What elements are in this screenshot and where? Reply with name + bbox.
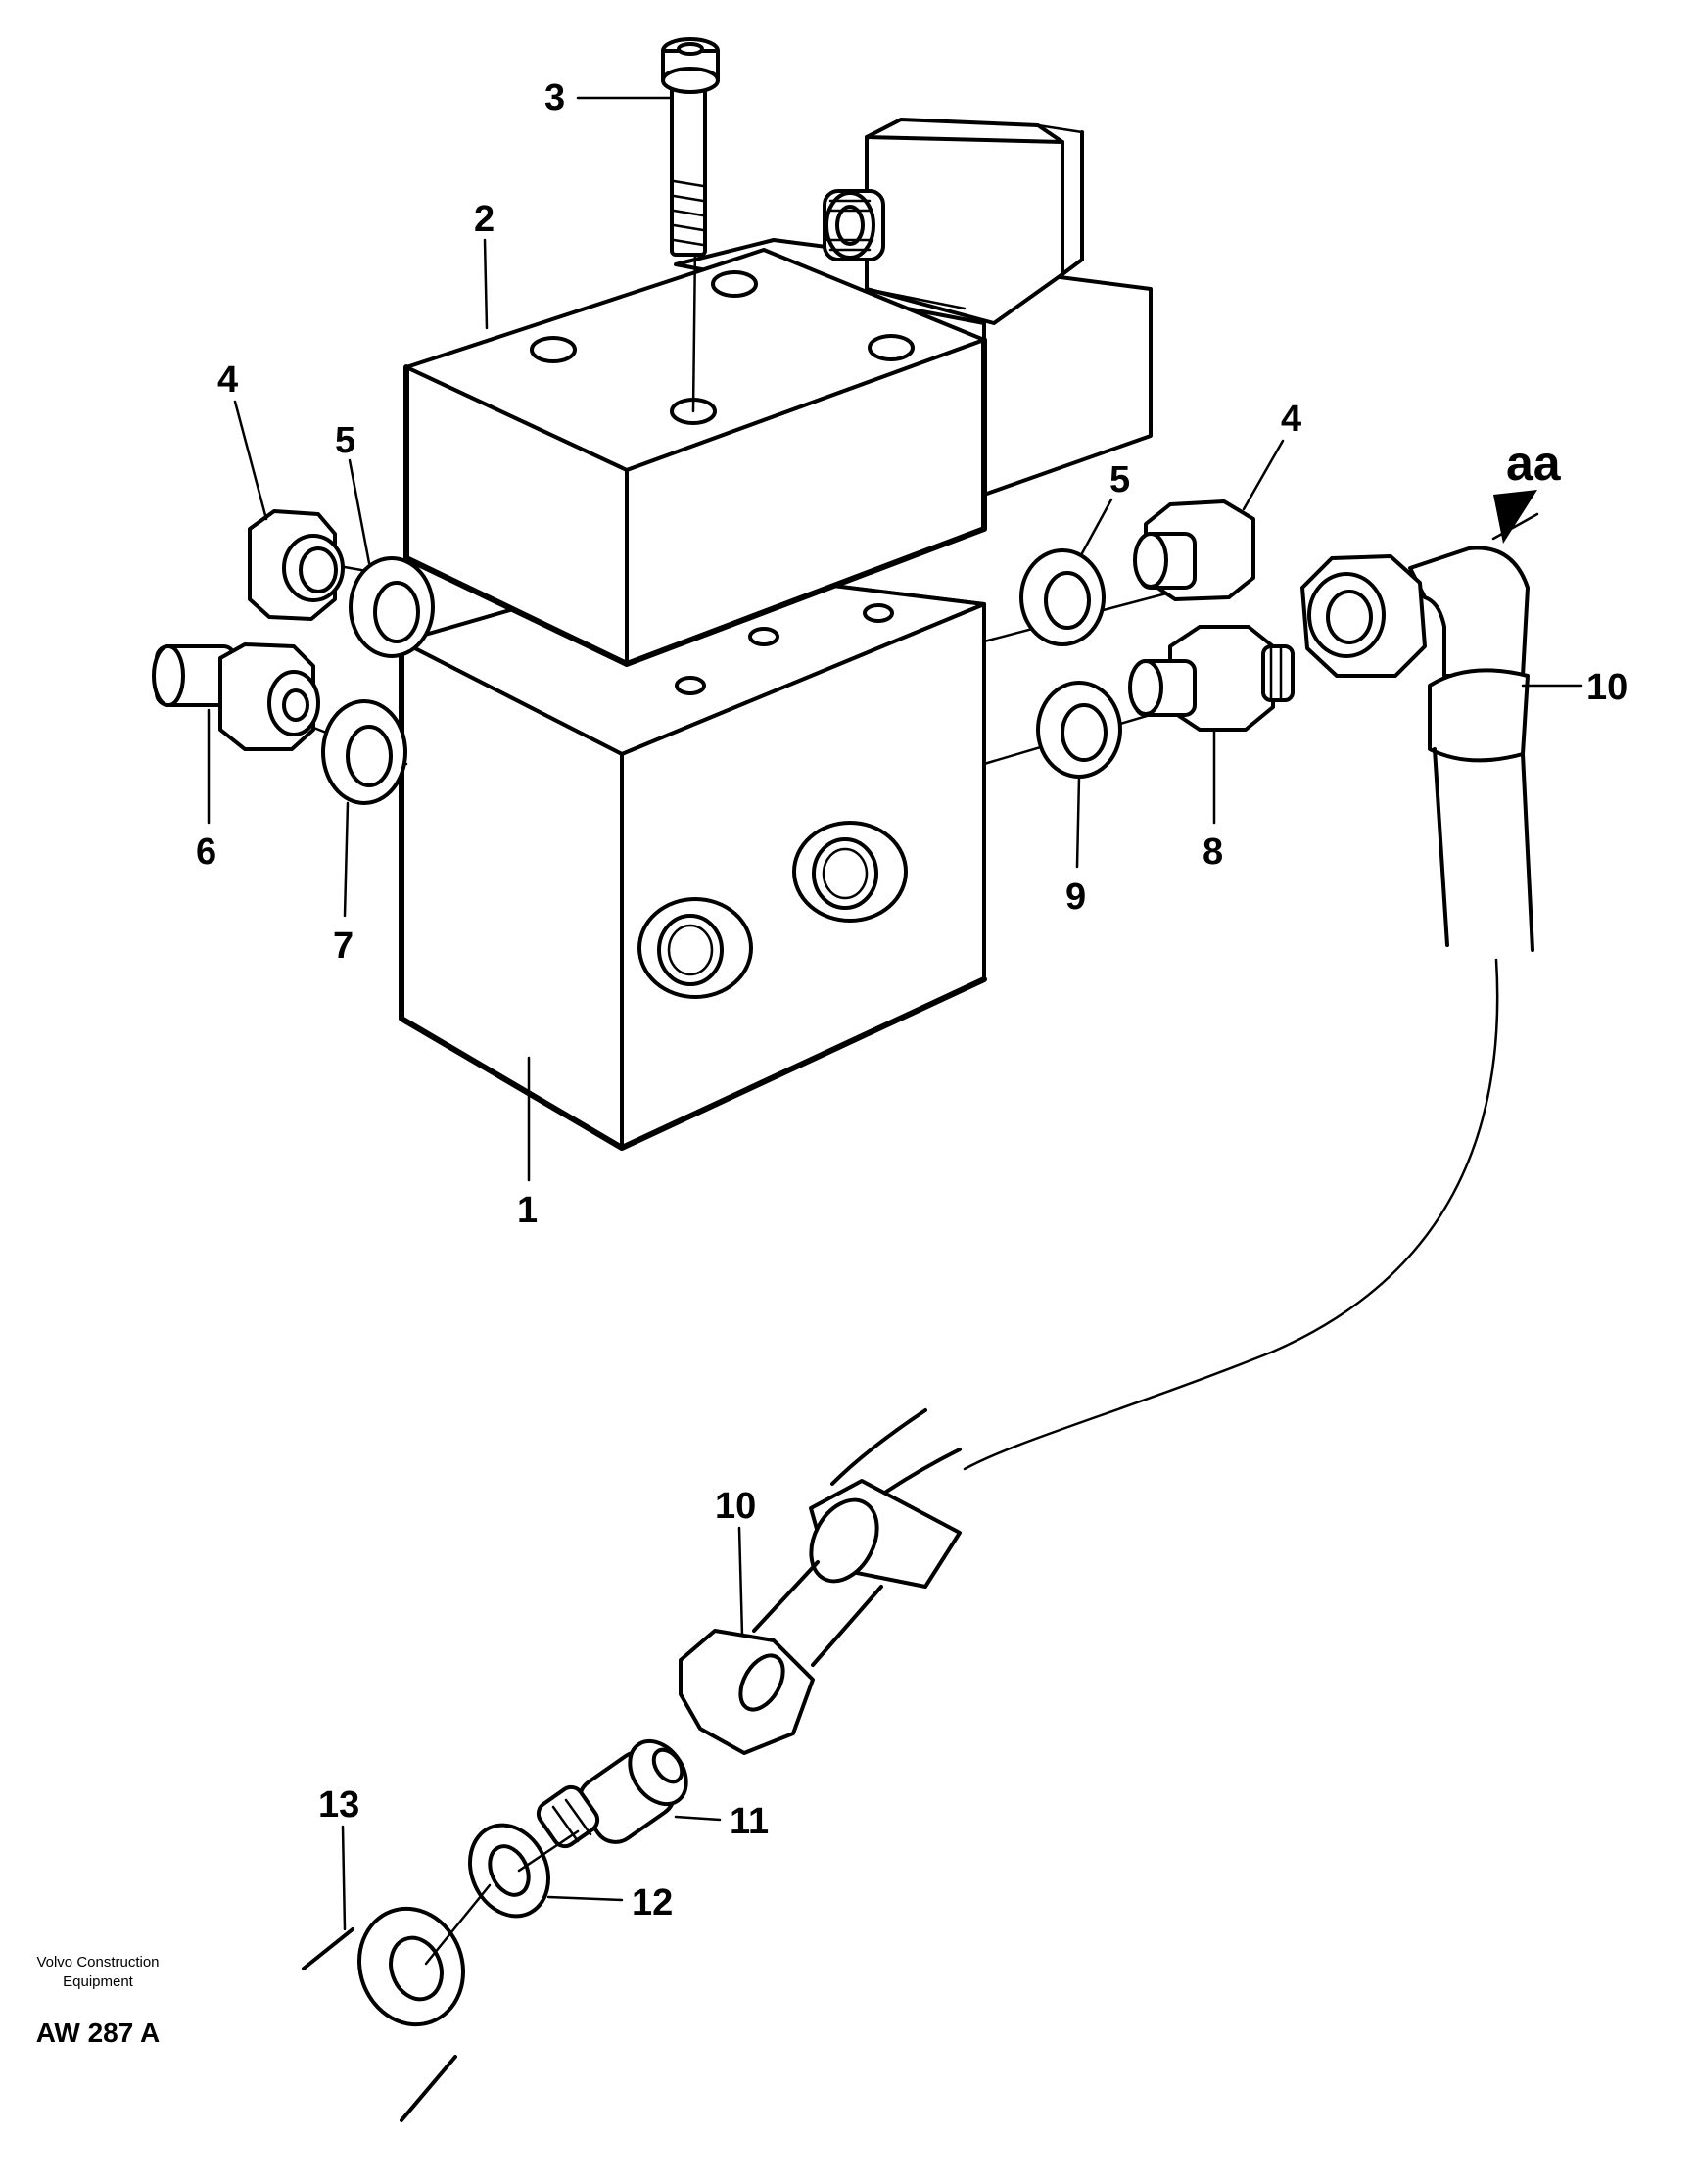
screw-part-3 <box>661 37 720 413</box>
callout-7: 7 <box>333 926 354 967</box>
callout-8: 8 <box>1203 831 1223 873</box>
washer-part-5-left <box>349 556 435 658</box>
plug-part-4-left <box>248 509 408 621</box>
callout-1: 1 <box>517 1190 538 1231</box>
valve-block-upper <box>403 248 987 667</box>
hose-part-10 <box>679 546 1534 1755</box>
callout-4-left: 4 <box>217 359 238 401</box>
callout-labels: 3 2 4 5 4 5 aa 10 6 7 8 9 1 10 11 12 13 <box>196 77 1627 1923</box>
callout-5-left: 5 <box>335 420 355 461</box>
callout-3: 3 <box>544 77 565 119</box>
washer-part-9 <box>982 674 1285 779</box>
footer-figure-code: AW 287 A <box>36 2018 161 2048</box>
adapter-part-6 <box>152 642 408 766</box>
footer-company: Volvo Construction <box>36 1954 159 1970</box>
union-part-8 <box>1128 625 1295 732</box>
callout-4-right: 4 <box>1281 399 1301 440</box>
plug-part-4-right <box>1133 499 1255 601</box>
footer-block: Volvo Construction Equipment AW 287 A <box>36 1954 161 2048</box>
washer-part-12 <box>468 1823 580 1919</box>
washer-part-7 <box>321 699 407 805</box>
callout-6: 6 <box>196 831 216 873</box>
leader-lines <box>207 96 1583 1931</box>
callout-2: 2 <box>474 199 495 240</box>
callout-9: 9 <box>1065 877 1086 918</box>
adapter-part-13 <box>302 1883 492 2122</box>
footer-company-sub: Equipment <box>63 1973 134 1990</box>
callout-10-upper: 10 <box>1586 667 1627 708</box>
washer-part-5-right <box>982 548 1172 646</box>
callout-5-right: 5 <box>1109 459 1130 500</box>
nipple-part-11 <box>536 1738 688 1849</box>
solenoid-coil <box>674 118 1153 497</box>
callout-11: 11 <box>730 1801 769 1842</box>
callout-aa: aa <box>1506 436 1562 491</box>
callout-10-lower: 10 <box>715 1486 756 1527</box>
valve-block-lower <box>399 563 987 1151</box>
callout-13: 13 <box>318 1784 359 1826</box>
callout-12: 12 <box>632 1882 673 1923</box>
